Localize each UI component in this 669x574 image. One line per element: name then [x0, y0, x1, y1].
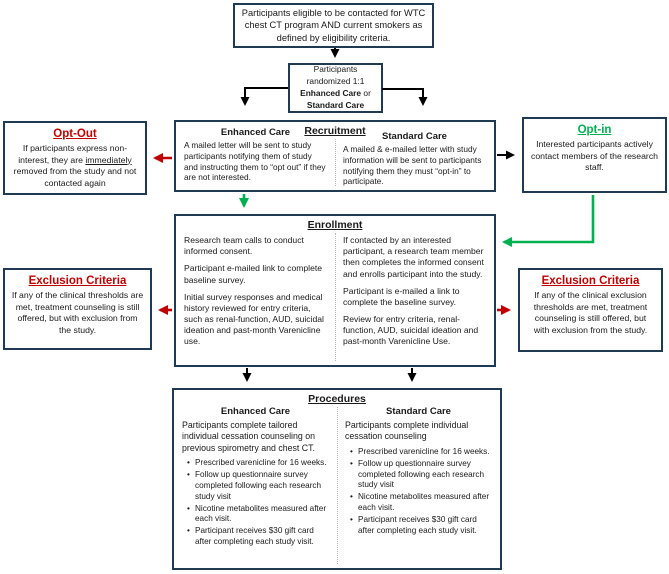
- arrow-randomization-to-enhanced: [240, 87, 288, 106]
- recruitment-enhanced-body: A mailed letter will be sent to study pa…: [184, 140, 326, 183]
- bullet-item: Follow up questionnaire survey completed…: [187, 470, 329, 502]
- procedures-enhanced-header: Enhanced Care: [220, 406, 291, 417]
- arrow-randomization-to-standard: [382, 88, 428, 106]
- recruitment-box: Recruitment Enhanced Care A mailed lette…: [174, 120, 496, 192]
- recruitment-enhanced-header: Enhanced Care: [220, 127, 291, 138]
- bullet-item: Prescribed varenicline for 16 weeks.: [187, 458, 329, 469]
- bullet-item: Nicotine metabolites measured after each…: [350, 492, 492, 514]
- bullet-item: Follow up questionnaire survey completed…: [350, 459, 492, 491]
- eligibility-text: Participants eligible to be contacted fo…: [241, 8, 426, 43]
- opt-in-body: Interested participants actively contact…: [531, 139, 658, 173]
- procedures-standard-header: Standard Care: [386, 406, 451, 417]
- enrollment-enhanced-paragraph: Initial survey responses and medical his…: [184, 291, 324, 347]
- procedures-standard-bullets: Prescribed varenicline for 16 weeks. Fol…: [345, 447, 492, 537]
- enrollment-standard-paragraph: Participant is e-mailed a link to comple…: [343, 285, 460, 307]
- enrollment-standard-paragraph: If contacted by an interested participan…: [343, 235, 484, 279]
- randomization-line-4: Standard Care: [306, 99, 365, 110]
- enrollment-enhanced-column: Research team calls to conduct informed …: [176, 235, 335, 365]
- eligibility-box: Participants eligible to be contacted fo…: [233, 3, 434, 48]
- opt-out-body: If participants express non-interest, th…: [13, 143, 137, 188]
- recruitment-enhanced-column: Enhanced Care A mailed letter will be se…: [176, 122, 335, 190]
- opt-in-box: Opt-in Interested participants actively …: [522, 117, 667, 193]
- enrollment-standard-column: If contacted by an interested participan…: [335, 235, 494, 365]
- procedures-box: Procedures Enhanced Care Participants co…: [172, 388, 502, 570]
- exclusion-left-body: If any of the clinical thresholds are me…: [11, 290, 144, 335]
- enrollment-enhanced-paragraph: Participant e-mailed link to complete ba…: [184, 263, 323, 285]
- exclusion-criteria-right-box: Exclusion Criteria If any of the clinica…: [518, 268, 663, 352]
- bullet-item: Prescribed varenicline for 16 weeks.: [350, 447, 492, 458]
- exclusion-criteria-left-box: Exclusion Criteria If any of the clinica…: [3, 268, 152, 350]
- procedures-standard-column: Standard Care Participants complete indi…: [337, 406, 500, 568]
- randomization-text: Participants randomized 1:1 Enhanced Car…: [300, 64, 371, 111]
- randomization-line-1: Participants: [313, 64, 358, 75]
- enrollment-column-divider: [335, 233, 336, 361]
- randomization-line-2: randomized 1:1: [306, 76, 365, 87]
- recruitment-title: Recruitment: [304, 125, 366, 137]
- enrollment-standard-paragraph: Review for entry criteria, renal-functio…: [343, 314, 479, 347]
- procedures-enhanced-column: Enhanced Care Participants complete tail…: [174, 406, 337, 568]
- recruitment-standard-column: Standard Care A mailed & e-mailed letter…: [335, 122, 494, 190]
- enrollment-title: Enrollment: [307, 219, 363, 231]
- recruitment-standard-header: Standard Care: [382, 131, 447, 142]
- bullet-item: Participant receives $30 gift card after…: [350, 515, 492, 537]
- exclusion-right-body: If any of the clinical exclusion thresho…: [533, 290, 648, 335]
- opt-out-box: Opt-Out If participants express non-inte…: [3, 121, 147, 195]
- opt-in-title: Opt-in: [577, 124, 612, 136]
- exclusion-right-title: Exclusion Criteria: [541, 275, 640, 287]
- procedures-enhanced-bullets: Prescribed varenicline for 16 weeks. Fol…: [182, 458, 329, 548]
- recruitment-column-divider: [335, 139, 336, 186]
- exclusion-left-title: Exclusion Criteria: [28, 275, 127, 287]
- procedures-standard-intro: Participants complete individual cessati…: [345, 420, 469, 442]
- arrow-opt-in-to-enrollment: [502, 195, 595, 247]
- randomization-line-3: Enhanced Care or: [300, 88, 371, 98]
- enrollment-enhanced-paragraph: Research team calls to conduct informed …: [184, 235, 304, 257]
- procedures-column-divider: [337, 407, 338, 564]
- randomization-box: Participants randomized 1:1 Enhanced Car…: [288, 63, 383, 113]
- enrollment-box: Enrollment Research team calls to conduc…: [174, 214, 496, 367]
- procedures-title: Procedures: [308, 393, 366, 405]
- opt-out-title: Opt-Out: [53, 128, 97, 140]
- bullet-item: Participant receives $30 gift card after…: [187, 526, 329, 548]
- bullet-item: Nicotine metabolites measured after each…: [187, 504, 329, 526]
- recruitment-standard-body: A mailed & e-mailed letter with study in…: [343, 144, 482, 187]
- procedures-enhanced-intro: Participants complete tailored individua…: [182, 420, 316, 453]
